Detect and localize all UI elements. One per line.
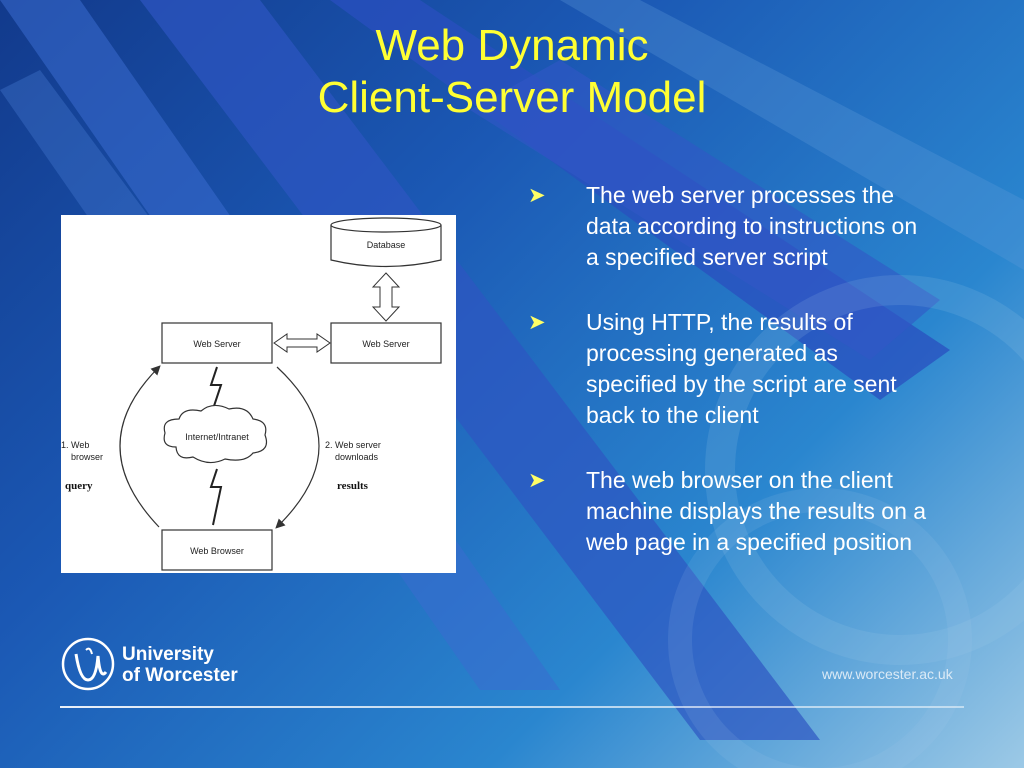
database-node: Database — [330, 217, 442, 268]
web-server-right-label: Web Server — [362, 339, 409, 349]
slide-title: Web Dynamic Client-Server Model — [0, 20, 1024, 124]
logo-line-2: of Worcester — [122, 665, 238, 686]
web-server-left-node: Web Server — [161, 322, 273, 364]
lightning-icon-bottom — [209, 468, 223, 526]
logo-line-1: University — [122, 644, 214, 665]
title-line-2: Client-Server Model — [317, 73, 707, 122]
logo-emblem-icon — [61, 637, 115, 691]
bullet-text: The web browser on the client machine di… — [586, 467, 927, 555]
bullet-item: ➤ The web browser on the client machine … — [528, 465, 928, 558]
internet-cloud: Internet/Intranet — [163, 404, 268, 464]
database-label: Database — [367, 240, 406, 250]
footer-divider — [60, 706, 964, 708]
lightning-icon-top — [209, 366, 223, 410]
web-browser-node: Web Browser — [161, 529, 273, 571]
diagram-svg: Database Web Server Web Server Internet/… — [61, 217, 442, 571]
bullet-text: The web server processes the data accord… — [586, 182, 918, 270]
query-arrow — [119, 365, 161, 528]
arrow-bullet-icon: ➤ — [528, 311, 546, 334]
logo-text: University of Worcester — [122, 644, 238, 686]
website-url: www.worcester.ac.uk — [822, 666, 953, 682]
bullet-item: ➤ Using HTTP, the results of processing … — [528, 307, 928, 431]
web-server-left-label: Web Server — [193, 339, 240, 349]
bullet-text: Using HTTP, the results of processing ge… — [586, 309, 897, 428]
title-line-1: Web Dynamic — [375, 21, 649, 70]
bullet-list: ➤ The web server processes the data acco… — [528, 180, 928, 592]
results-arrow — [275, 366, 320, 529]
client-server-diagram: Database Web Server Web Server Internet/… — [61, 215, 456, 573]
query-label: query — [65, 480, 93, 492]
university-logo: University of Worcester — [60, 636, 260, 696]
step1-label-line1: 1. Web — [61, 440, 89, 450]
arrow-bullet-icon: ➤ — [528, 184, 546, 207]
web-server-right-node: Web Server — [330, 322, 442, 364]
web-browser-label: Web Browser — [190, 546, 244, 556]
bullet-item: ➤ The web server processes the data acco… — [528, 180, 928, 273]
step2-label-line2: downloads — [335, 452, 379, 462]
internet-label: Internet/Intranet — [185, 432, 249, 442]
step2-label-line1: 2. Web server — [325, 440, 381, 450]
step1-label-line2: browser — [71, 452, 103, 462]
server-server-arrow — [273, 333, 331, 353]
db-server-arrow — [371, 272, 401, 322]
arrow-bullet-icon: ➤ — [528, 469, 546, 492]
results-label: results — [337, 480, 369, 492]
